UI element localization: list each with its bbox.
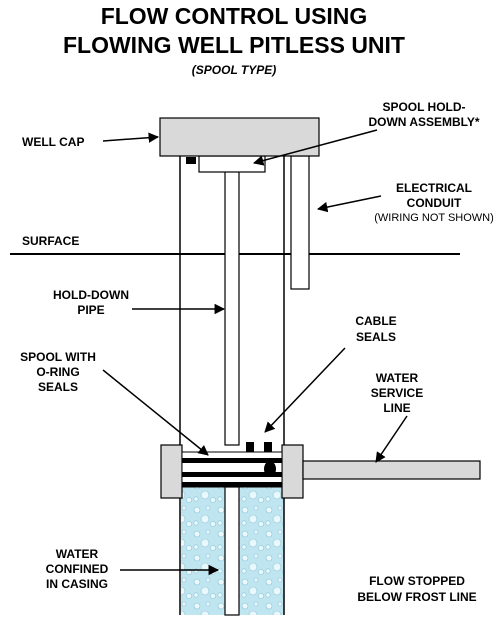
well-cap: [159, 117, 320, 157]
oring-seal-2: [182, 472, 282, 477]
label-spool-oring-1: SPOOL WITH: [20, 350, 96, 364]
arrow-water-service: [375, 415, 408, 463]
label-electrical-3: (WIRING NOT SHOWN): [374, 212, 494, 224]
label-spool-oring-3: SEALS: [38, 380, 78, 394]
drop-pipe: [224, 486, 240, 616]
label-cable-seals-2: SEALS: [356, 330, 396, 344]
electrical-conduit: [290, 155, 310, 290]
water-service-line: [302, 460, 481, 480]
label-surface: SURFACE: [22, 234, 79, 248]
label-well-cap: WELL CAP: [22, 135, 84, 149]
label-water-confined-3: IN CASING: [46, 577, 108, 591]
arrow-spool-oring: [102, 369, 209, 456]
label-water-service-3: LINE: [383, 401, 410, 415]
label-spool-oring-2: O-RING: [36, 365, 79, 379]
spool-hold-down-assembly: [198, 155, 266, 173]
label-water-service-1: WATER: [376, 371, 419, 385]
label-water-confined-1: WATER: [56, 547, 99, 561]
label-hold-down-pipe-2: PIPE: [77, 303, 104, 317]
label-water-service-2: SERVICE: [371, 386, 423, 400]
label-spool-hold-down-1: SPOOL HOLD-: [382, 100, 465, 114]
label-electrical-2: CONDUIT: [407, 196, 462, 210]
hold-down-pipe: [224, 169, 240, 446]
label-electrical-1: ELECTRICAL: [396, 181, 472, 195]
arrow-electrical-conduit: [316, 195, 382, 213]
adapter-right-flange: [281, 444, 304, 499]
subtitle: (SPOOL TYPE): [192, 63, 276, 77]
label-flow-stopped-2: BELOW FROST LINE: [357, 590, 476, 604]
cable-seal-left: [246, 442, 254, 452]
arrow-spool-hold-down: [252, 129, 378, 166]
label-cable-seals-1: CABLE: [355, 314, 396, 328]
adapter-left-flange: [160, 444, 183, 499]
cable-seal-right: [264, 442, 272, 452]
hold-down-block: [186, 157, 196, 164]
label-hold-down-pipe-1: HOLD-DOWN: [53, 288, 129, 302]
title-line-2: FLOWING WELL PITLESS UNIT: [63, 32, 405, 58]
oring-seal-1: [182, 458, 282, 463]
label-spool-hold-down-2: DOWN ASSEMBLY*: [368, 115, 479, 129]
arrow-well-cap: [102, 132, 160, 143]
service-port-seal: [264, 461, 276, 477]
arrow-cable-seals: [264, 347, 346, 433]
label-water-confined-2: CONFINED: [46, 562, 109, 576]
label-flow-stopped-1: FLOW STOPPED: [369, 574, 465, 588]
oring-seal-3: [182, 482, 282, 487]
title-line-1: FLOW CONTROL USING: [101, 3, 368, 29]
